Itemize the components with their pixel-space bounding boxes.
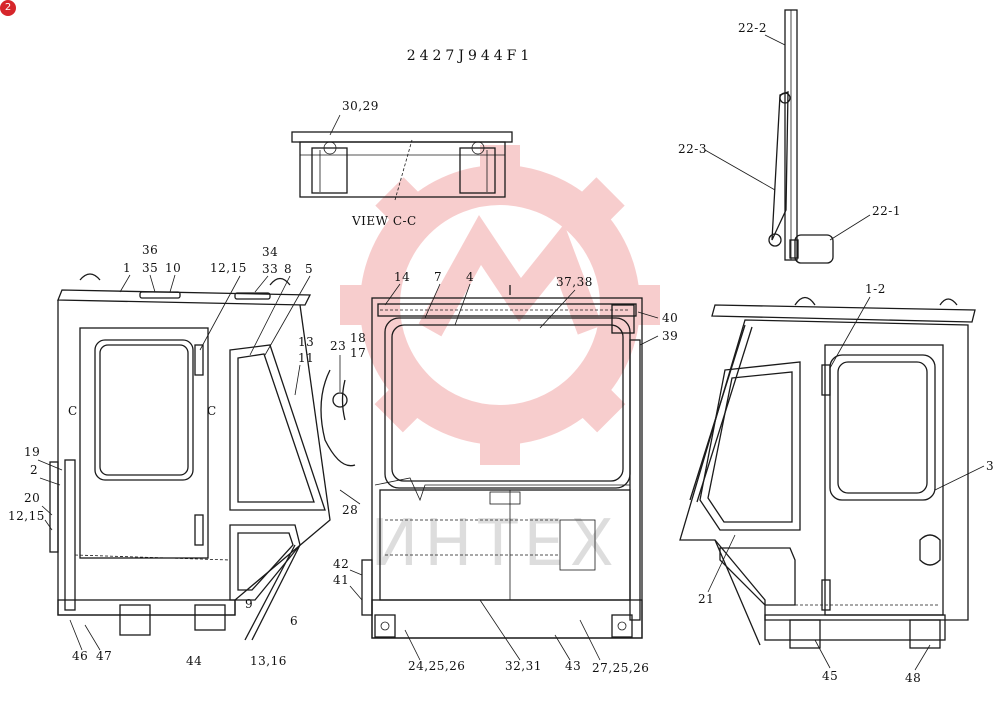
label-48: 48: [905, 671, 921, 685]
label-32-31: 32,31: [505, 659, 542, 673]
label-12-15a: 12,15: [210, 261, 247, 275]
label-24-25-26: 24,25,26: [408, 659, 465, 673]
label-36: 36: [142, 243, 158, 257]
label-8: 8: [284, 262, 292, 276]
drawing-title: 2427J944F1: [407, 48, 534, 64]
label-19: 19: [24, 445, 40, 459]
label-34: 34: [262, 245, 278, 259]
label-20: 20: [24, 491, 40, 505]
label-44: 44: [186, 654, 202, 668]
label-13-16: 13,16: [250, 654, 287, 668]
label-30-29: 30,29: [342, 99, 379, 113]
label-41: 41: [333, 573, 349, 587]
watermark-logo: [340, 145, 660, 465]
label-42: 42: [333, 557, 349, 571]
label-C-b: C: [207, 404, 217, 418]
label-2: 2: [30, 463, 38, 477]
label-47: 47: [96, 649, 112, 663]
label-45: 45: [822, 669, 838, 683]
label-7: 7: [434, 270, 442, 284]
left-cab-view: [49, 273, 331, 641]
page-badge: 2: [0, 0, 16, 16]
label-27-25-26: 27,25,26: [592, 661, 649, 675]
label-5: 5: [305, 262, 313, 276]
view-cc-section: [291, 131, 513, 201]
watermark-text: ИНТЕХ: [370, 507, 619, 581]
label-12-15b: 12,15: [8, 509, 45, 523]
label-6: 6: [290, 614, 298, 628]
leader-lines-left: [37, 274, 311, 651]
leader-lines-right: [707, 296, 985, 671]
label-1-2: 1-2: [865, 282, 886, 296]
label-3: 3: [986, 459, 994, 473]
label-21: 21: [698, 592, 714, 606]
label-43: 43: [565, 659, 581, 673]
label-18: 18: [350, 331, 366, 345]
label-22-3: 22-3: [678, 142, 707, 156]
label-22-1: 22-1: [872, 204, 901, 218]
label-37-38: 37,38: [556, 275, 593, 289]
label-14: 14: [394, 270, 410, 284]
right-cab-view: [679, 296, 976, 649]
label-33: 33: [262, 262, 278, 276]
label-10: 10: [165, 261, 181, 275]
label-28: 28: [342, 503, 358, 517]
label-22-2: 22-2: [738, 21, 767, 35]
view-cc-label: VIEW C-C: [351, 214, 417, 228]
label-C-a: C: [68, 404, 78, 418]
center-cab-view: [361, 285, 643, 639]
label-11: 11: [298, 351, 314, 365]
label-35: 35: [142, 261, 158, 275]
label-39: 39: [662, 329, 678, 343]
label-46: 46: [72, 649, 88, 663]
label-13: 13: [298, 335, 314, 349]
label-4: 4: [466, 270, 474, 284]
label-17: 17: [350, 346, 366, 360]
leader-lines-center: [339, 283, 659, 661]
label-23: 23: [330, 339, 346, 353]
lock-bracket: [320, 369, 356, 467]
label-9: 9: [245, 597, 253, 611]
wiper-motor-assembly: [768, 9, 834, 264]
label-1: 1: [123, 261, 131, 275]
label-40: 40: [662, 311, 678, 325]
